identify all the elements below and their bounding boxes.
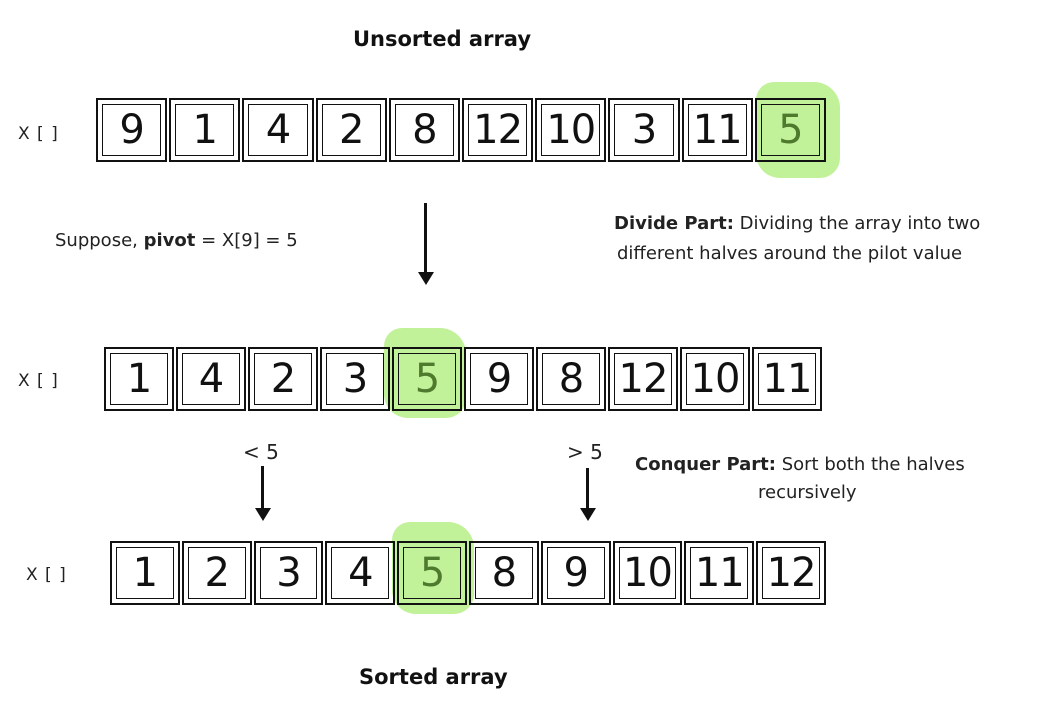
partitioned-cell-6: 8 [536,347,606,411]
sorted-cell-3: 4 [325,541,396,605]
unsorted-cell-7: 3 [608,98,680,162]
down-arrow-left [261,466,264,511]
down-arrow-left-head [255,508,271,521]
partitioned-cell-2: 2 [248,347,318,411]
sorted-cell-1: 2 [181,541,252,605]
partitioned-cell-4: 5 [392,347,462,411]
conquer-note-line2: recursively [758,482,857,503]
partitioned-cell-1: 4 [176,347,246,411]
down-arrow-center-head [418,272,434,285]
unsorted-cell-1: 1 [169,98,241,162]
unsorted-cell-3: 2 [315,98,387,162]
down-arrow-right-head [580,508,596,521]
array-label-partitioned: X [ ] [18,371,59,391]
sorted-cell-7: 10 [612,541,683,605]
sorted-cell-2: 3 [253,541,324,605]
partitioned-cell-5: 9 [464,347,534,411]
sorted-cell-8: 11 [684,541,755,605]
sorted-cell-4: 5 [397,541,467,605]
sorted-cell-5: 8 [469,541,539,605]
greater-than-label: > 5 [567,440,603,464]
pivot-highlight-partitioned [384,328,466,418]
less-than-label: < 5 [243,440,279,464]
unsorted-cell-0: 9 [96,98,168,162]
sorted-cell-0: 1 [110,541,180,605]
pivot-note: Suppose, pivot = X[9] = 5 [55,230,298,251]
divide-note-line2: different halves around the pilot value [617,243,963,264]
partitioned-cell-0: 1 [104,347,174,411]
array-label-sorted: X [ ] [26,565,67,585]
sorted-cell-9: 12 [756,541,826,605]
down-arrow-right [586,468,589,511]
unsorted-cell-2: 4 [242,98,314,162]
pivot-highlight-sorted [392,522,474,614]
unsorted-cell-5: 12 [462,98,534,162]
array-label-unsorted: X [ ] [18,124,59,144]
unsorted-cell-8: 11 [681,98,753,162]
divide-note-line1: Divide Part: Dividing the array into two [614,213,981,234]
partitioned-cell-3: 3 [320,347,390,411]
unsorted-cell-6: 10 [535,98,607,162]
down-arrow-center [424,203,427,273]
conquer-note-line1: Conquer Part: Sort both the halves [635,454,965,475]
partitioned-cell-8: 10 [680,347,750,411]
partitioned-cell-7: 12 [608,347,678,411]
title-unsorted: Unsorted array [353,27,532,51]
unsorted-cell-9: 5 [754,98,826,162]
partitioned-cell-9: 11 [752,347,822,411]
title-sorted: Sorted array [359,665,508,689]
sorted-cell-6: 9 [540,541,611,605]
unsorted-cell-4: 8 [388,98,460,162]
